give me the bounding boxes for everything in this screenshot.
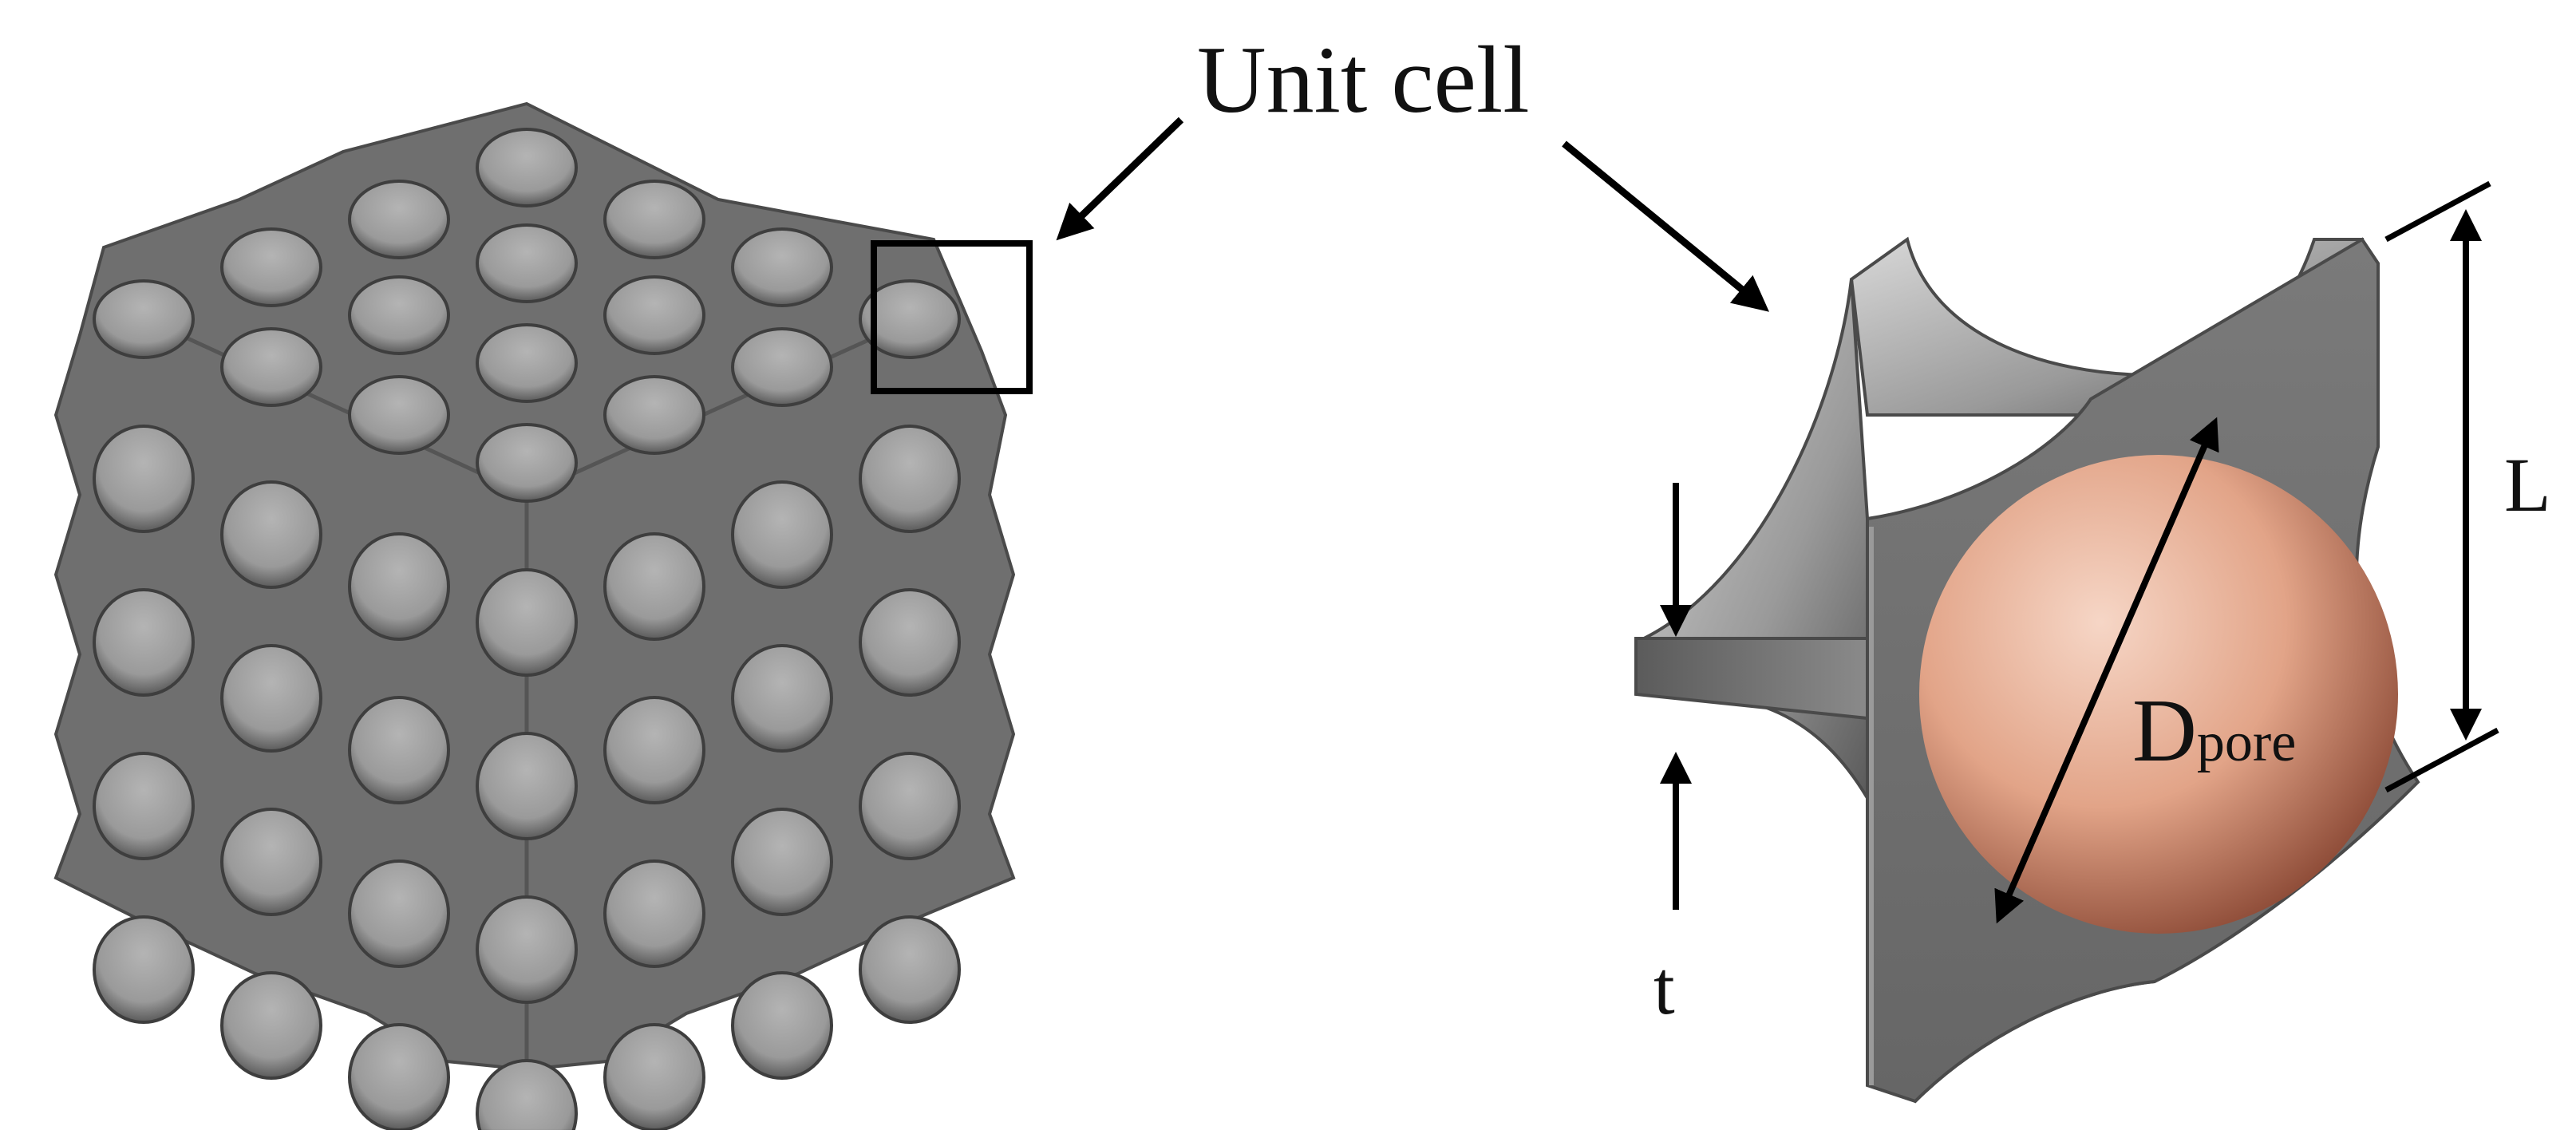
unit-cell-selection-box xyxy=(871,240,1033,394)
length-label: L xyxy=(2504,442,2551,527)
lattice-pore xyxy=(348,532,450,641)
lattice-pore xyxy=(603,1023,705,1132)
lattice-pores xyxy=(93,128,961,1134)
lattice-pore xyxy=(603,696,705,804)
pore-diameter-main: D xyxy=(2132,682,2197,780)
lattice-pore xyxy=(93,915,195,1024)
lattice-pore xyxy=(93,279,195,359)
lattice-pore xyxy=(859,279,961,359)
unit-cell-left-flange xyxy=(1634,637,1869,721)
lattice-pore xyxy=(603,532,705,641)
lattice-pore xyxy=(476,732,578,840)
lattice-pore xyxy=(476,423,578,503)
lattice-pore xyxy=(603,859,705,968)
lattice-pore xyxy=(603,180,705,259)
lattice-pore xyxy=(603,275,705,355)
lattice-pore xyxy=(220,327,322,407)
lattice-pore xyxy=(731,327,833,407)
arrow-to-lattice-cell xyxy=(1056,117,1184,241)
lattice-pore xyxy=(220,227,322,307)
dpore-dimension-arrow xyxy=(1994,417,2219,924)
lattice-pore xyxy=(476,568,578,677)
lattice-pore xyxy=(731,971,833,1080)
lattice-pore xyxy=(476,223,578,303)
lattice-pore xyxy=(93,752,195,860)
dimension-annotations xyxy=(1660,180,2499,924)
porous-lattice-cube xyxy=(53,101,1033,1134)
lattice-pore xyxy=(93,588,195,697)
lattice-pore xyxy=(220,808,322,916)
lattice-pore xyxy=(348,859,450,968)
lattice-pore xyxy=(859,425,961,533)
lattice-pore xyxy=(348,1023,450,1132)
lattice-pore xyxy=(731,808,833,916)
lattice-pore xyxy=(348,180,450,259)
lattice-pore xyxy=(348,375,450,455)
arrow-to-unit-cell xyxy=(1562,140,1769,312)
lattice-pore xyxy=(476,1059,578,1134)
lattice-pore xyxy=(859,915,961,1024)
lattice-pore xyxy=(220,644,322,753)
lattice-pore xyxy=(603,375,705,455)
lattice-pore xyxy=(93,425,195,533)
pore-diameter-subscript: pore xyxy=(2196,712,2297,773)
pore-diameter-label: Dpore xyxy=(2132,686,2296,776)
lattice-pore xyxy=(731,227,833,307)
lattice-pore xyxy=(348,696,450,804)
thickness-label: t xyxy=(1653,945,1675,1030)
lattice-pore xyxy=(859,752,961,860)
lattice-pore xyxy=(476,128,578,207)
unit-cell-label: Unit cell xyxy=(1197,26,1530,132)
lattice-pore xyxy=(220,971,322,1080)
lattice-pore xyxy=(220,480,322,589)
lattice-pore xyxy=(731,644,833,753)
lattice-pore xyxy=(476,323,578,403)
L-extension-top xyxy=(2384,180,2491,243)
lattice-pore xyxy=(476,895,578,1004)
lattice-pore xyxy=(731,480,833,589)
lattice-pore xyxy=(348,275,450,355)
lattice-pore xyxy=(859,588,961,697)
unit-cell-model xyxy=(1634,236,2420,1104)
